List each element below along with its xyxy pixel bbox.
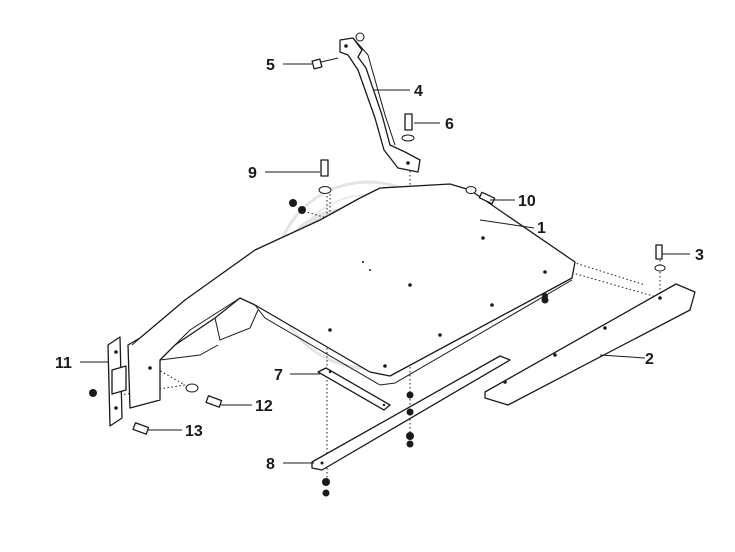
part-1-cover: [127, 183, 576, 409]
callout-5: 5: [266, 57, 275, 74]
callout-10: 10: [518, 193, 536, 210]
callout-7: 7: [274, 367, 283, 384]
fasteners: [89, 32, 666, 497]
callout-13: 13: [185, 423, 203, 440]
callout-labels: 1 2 3 4 5 6 7 8 9 10 11 12 13: [55, 57, 704, 473]
part-4-handle: [339, 37, 421, 173]
callout-1: 1: [537, 220, 546, 237]
callout-2: 2: [645, 351, 654, 368]
callout-9: 9: [248, 165, 257, 182]
callout-11: 11: [55, 355, 72, 372]
callout-leaders: [80, 63, 690, 464]
callout-8: 8: [266, 456, 275, 473]
part-11-bracket: [107, 336, 127, 427]
callout-12: 12: [255, 398, 273, 415]
part-2-plate: [484, 283, 696, 406]
part-7-strip: [317, 367, 391, 411]
callout-6: 6: [445, 116, 454, 133]
callout-3: 3: [695, 247, 704, 264]
callout-4: 4: [414, 83, 423, 100]
